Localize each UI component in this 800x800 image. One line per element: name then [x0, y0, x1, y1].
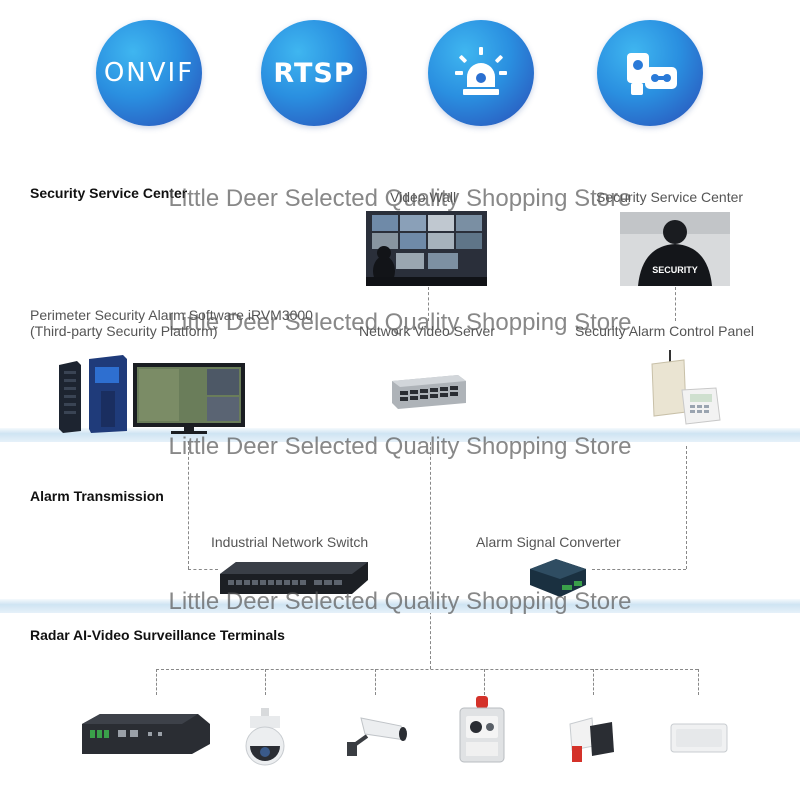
video-recorder-badge	[597, 20, 703, 126]
ptz-dome-camera-image	[245, 708, 285, 766]
industrial-switch-image	[220, 562, 368, 594]
network-video-server-label: Network Video Server	[359, 323, 495, 339]
perimeter-software-label: Perimeter Security Alarm Software iRVM30…	[30, 307, 360, 339]
connector-terminal-bus	[156, 669, 698, 670]
security-guard-image: SECURITY	[620, 212, 730, 286]
onvif-logo: ONVIF	[103, 58, 195, 88]
video-wall-image	[366, 211, 487, 286]
bullet-camera-image	[347, 717, 407, 756]
section-title-terminals: Radar AI-Video Surveillance Terminals	[30, 627, 285, 643]
alarm-signal-converter-label: Alarm Signal Converter	[476, 534, 621, 550]
section-title-alarm-transmission: Alarm Transmission	[30, 488, 164, 504]
industrial-switch-label: Industrial Network Switch	[211, 534, 369, 550]
server-racks-monitor-image	[59, 355, 245, 434]
radar-detector-camera-image	[459, 696, 505, 763]
connector-terminal-3	[375, 669, 376, 695]
connector-security-center	[675, 287, 676, 321]
perimeter-software-line2: (Third-party Security Platform)	[30, 323, 218, 339]
connector-converter-right	[686, 446, 687, 569]
alarm-control-panel-label: Security Alarm Control Panel	[575, 323, 754, 339]
connector-terminal-6	[698, 669, 699, 695]
radar-sensor-panel-image	[670, 723, 728, 753]
rtsp-badge: RTSP	[261, 20, 367, 126]
alarm-control-panel-image	[651, 350, 721, 425]
connector-switch-left	[188, 432, 189, 569]
network-video-server-image	[392, 375, 466, 409]
connector-converter-right-h	[592, 569, 686, 570]
alarm-signal-converter-image	[530, 559, 586, 597]
connector-switch-left-h	[188, 569, 218, 570]
connector-center-trunk	[430, 432, 431, 669]
alarm-light-icon	[455, 47, 507, 95]
security-badge-text: SECURITY	[652, 265, 698, 275]
security-service-center-label: Security Service Center	[596, 189, 744, 205]
layer-band-bottom	[0, 599, 800, 613]
alarm-light-badge	[428, 20, 534, 126]
connector-terminal-1	[156, 669, 157, 695]
beam-detector-image	[569, 717, 614, 762]
connector-video-wall	[428, 287, 429, 321]
onvif-badge: ONVIF	[96, 20, 202, 126]
video-recorder-icon	[627, 53, 677, 95]
section-title-security-center: Security Service Center	[30, 185, 188, 201]
perimeter-software-line1: Perimeter Security Alarm Software iRVM30…	[30, 307, 313, 323]
connector-terminal-4	[484, 669, 485, 695]
connector-terminal-2	[265, 669, 266, 695]
radar-control-box-image	[82, 714, 210, 754]
connector-terminal-5	[593, 669, 594, 695]
video-wall-label: Video Wall	[390, 189, 457, 205]
rtsp-logo: RTSP	[273, 57, 355, 89]
